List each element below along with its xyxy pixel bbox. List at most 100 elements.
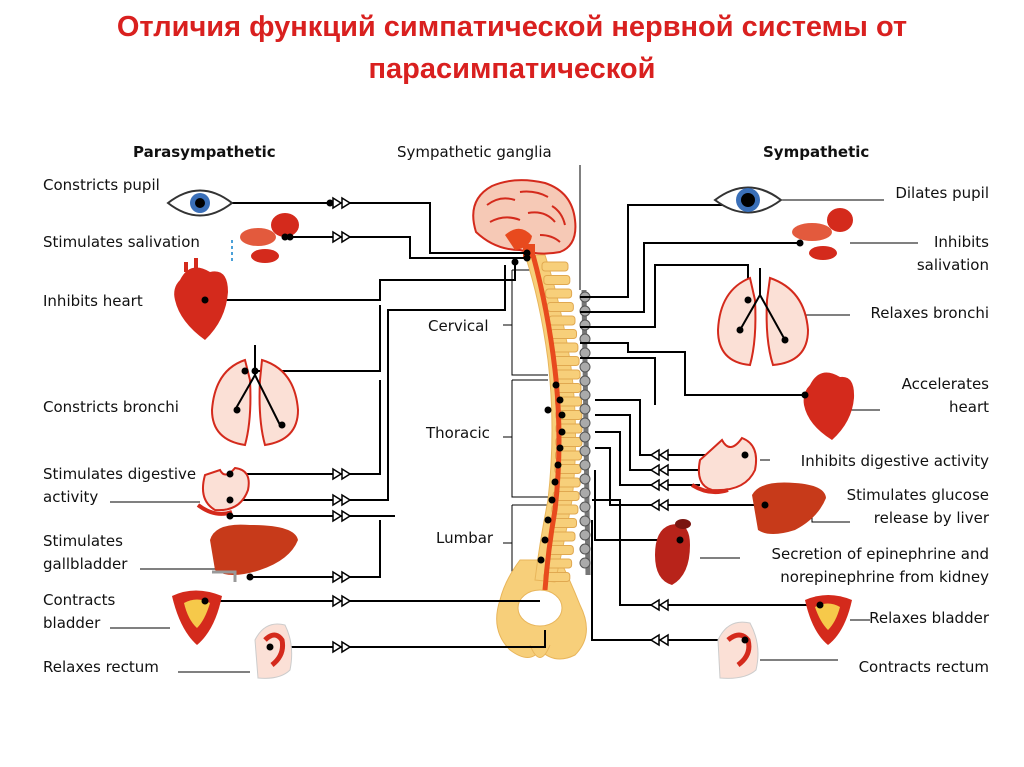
label-bladder: bladder [43,614,101,632]
pelvis-icon [496,559,587,660]
label-constricts-bronchi: Constricts bronchi [43,398,179,416]
label-heart: heart [949,398,989,416]
ganglion-triangle [649,478,660,492]
ganglion-triangle [341,570,352,584]
chain-ganglion [579,403,591,415]
vertebra [546,302,574,312]
stomach-icon-right [690,436,758,495]
label-constricts-pupil: Constricts pupil [43,176,160,194]
chain-ganglion [579,501,591,513]
junction-dot [544,406,552,414]
ganglion-triangle [332,594,343,608]
junction-dot [551,478,559,486]
junction-dot [761,501,769,509]
junction-dot [196,199,204,207]
chain-ganglion [579,543,591,555]
spinal-cord-icon [524,254,583,591]
chain-ganglion [579,431,591,443]
chain-ganglion [579,445,591,457]
label-relaxes-bronchi: Relaxes bronchi [870,304,989,322]
junction-dot [558,411,566,419]
label-inhibits-digestive-activity: Inhibits digestive activity [801,452,989,470]
liver-icon-right [752,482,826,534]
label-stimulates: Stimulates [43,532,123,550]
junction-dot [278,421,286,429]
junction-dot [801,391,809,399]
ganglion-triangle [341,230,352,244]
label-inhibits: Inhibits [934,233,989,251]
vertebra [551,504,579,515]
label-salivation: salivation [917,256,989,274]
junction-dot [741,451,749,459]
chain-ganglion [579,361,591,373]
label-thoracic: Thoracic [425,424,490,442]
ganglion-triangle [649,448,660,462]
sympathetic-chain [579,165,591,576]
label-contracts-rectum: Contracts rectum [859,658,989,676]
header-parasympathetic: Parasympathetic [133,143,276,161]
ganglion-arrow [332,493,352,507]
label-stimulates-salivation: Stimulates salivation [43,233,200,251]
ganglion-arrow [649,448,669,462]
junction-dot [233,406,241,414]
junction-dot [226,496,234,504]
junction-dot [781,336,789,344]
ganglion-arrow [332,509,352,523]
ganglion-triangle [341,493,352,507]
label-secretion-of-epinephrine: Secretion of epinephrine and [771,545,989,563]
chain-ganglion [579,529,591,541]
ganglion-triangle [332,196,343,210]
junction-dot [246,573,254,581]
ganglion-triangle [341,594,352,608]
junction-dot [201,597,209,605]
salivary-gland-icon [231,213,299,263]
ganglion-arrow [649,498,669,512]
junction-dot [266,643,274,651]
junction-dot [741,636,749,644]
junction-dot [241,367,249,375]
ganglion-arrow [649,598,669,612]
label-stimulates-glucose: Stimulates glucose [847,486,989,504]
ganglion-triangle [341,467,352,481]
vertebra [555,450,583,461]
label-cervical: Cervical [428,317,489,335]
ganglion-triangle [332,640,343,654]
junction-dot [511,258,519,266]
vertebra [548,315,576,326]
rectum-icon-right [717,621,759,679]
ganglion-triangle [658,478,669,492]
ganglion-triangle [658,498,669,512]
junction-dot [816,601,824,609]
ganglion-triangle [649,498,660,512]
rectum-icon [254,623,293,679]
ganglion-triangle [341,509,352,523]
chain-ganglion [579,515,591,527]
junction-dot [556,444,564,452]
ganglion-arrow [649,463,669,477]
salivary-gland-icon-right [792,208,853,260]
vertebra [550,329,578,339]
junction-dot [226,512,234,520]
ganglion-arrow [332,640,352,654]
parasympathetic-labels: Constricts pupil Stimulates salivation I… [43,176,200,676]
ganglion-triangle [649,633,660,647]
chain-ganglion [579,319,591,331]
junction-dot [523,254,531,262]
ganglion-triangle [332,570,343,584]
ganglion-arrow [332,196,352,210]
label-inhibits-heart: Inhibits heart [43,292,143,310]
chain-ganglion [579,375,591,387]
label-activity: activity [43,488,98,506]
chain-ganglion [579,389,591,401]
chain-ganglion [579,459,591,471]
chain-ganglion [579,473,591,485]
junction-dot [558,428,566,436]
label-gallbladder: gallbladder [43,555,128,573]
label-dilates-pupil: Dilates pupil [895,184,989,202]
junction-dot [201,296,209,304]
header-sympathetic-ganglia: Sympathetic ganglia [397,143,552,161]
junction-dot [286,233,294,241]
stomach-icon [196,466,250,516]
parasympathetic-wiring [205,202,546,648]
junction-dot [226,470,234,478]
